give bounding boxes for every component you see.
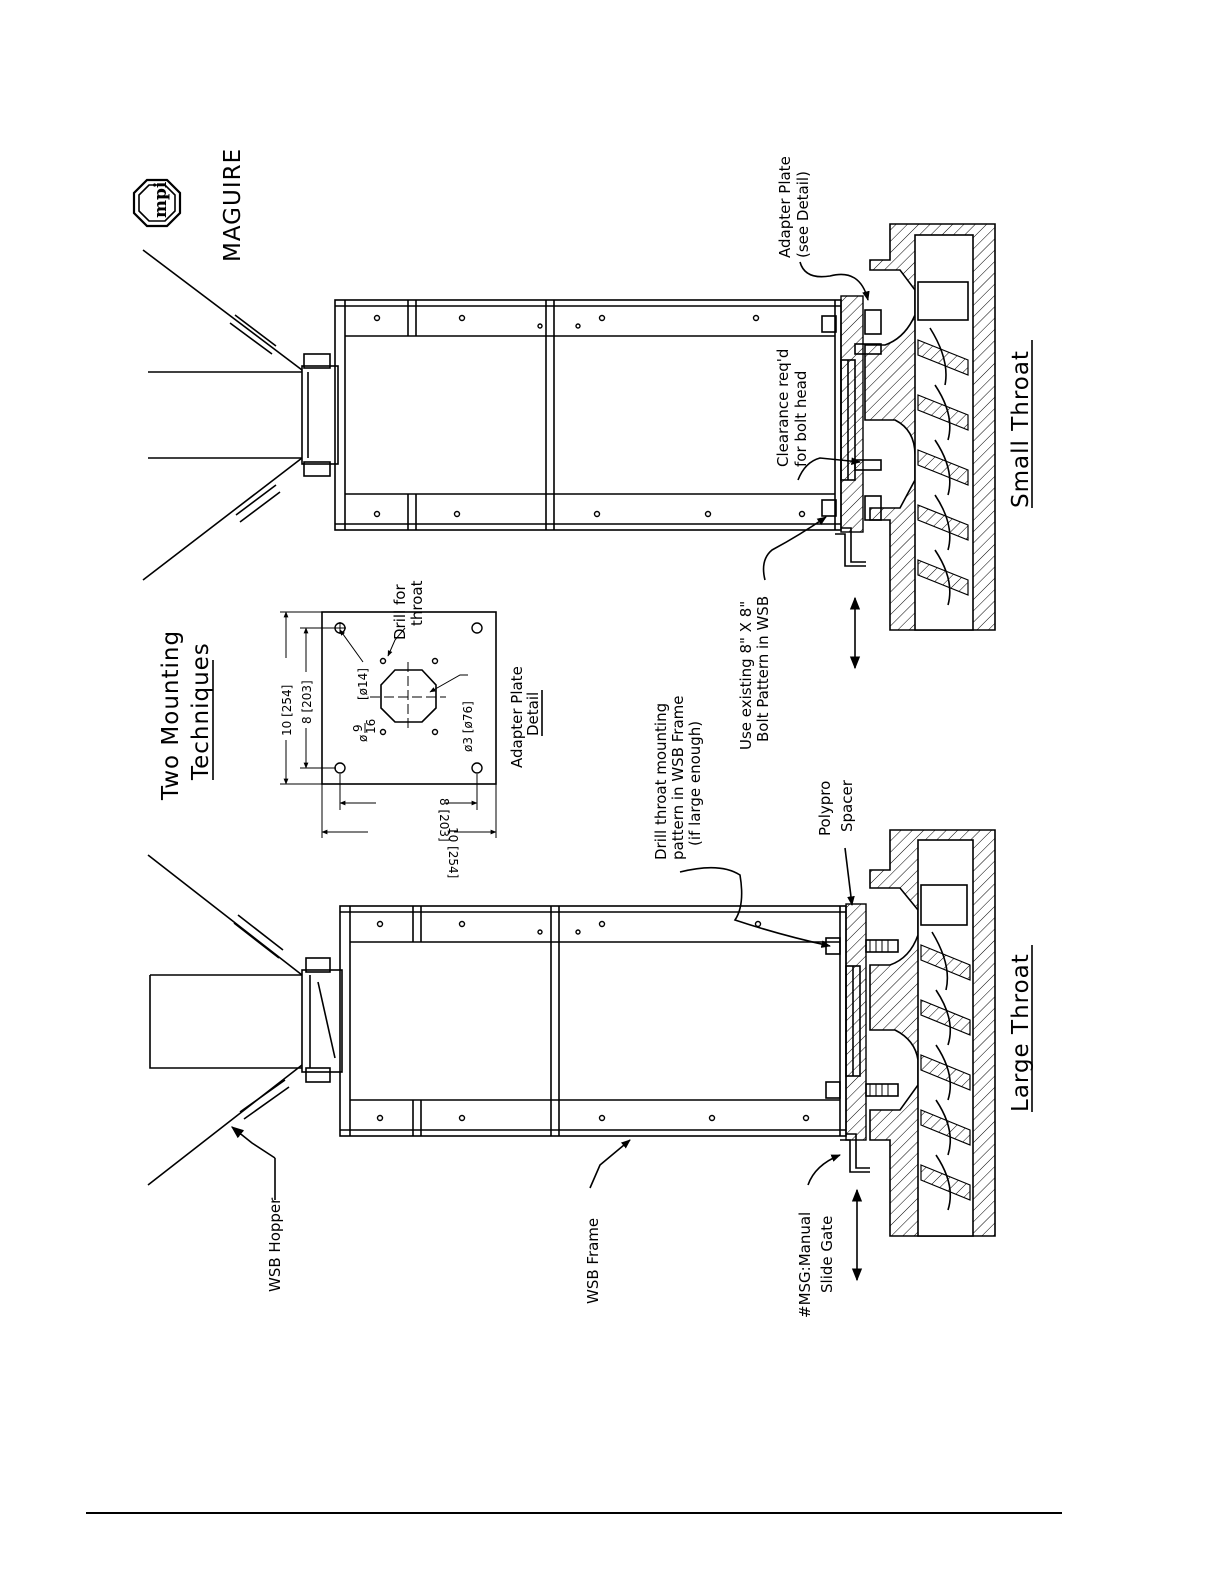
clearance-label-1: Clearance req'd [774, 349, 792, 467]
dim-10-254-left: 10 [254] [280, 685, 294, 736]
large-throat-assembly [147, 829, 996, 1282]
hopper-line-top-left [142, 249, 303, 371]
polypro-label-2: Spacer [838, 779, 856, 832]
msg-label-2: Slide Gate [818, 1216, 836, 1293]
title-line-1: Two Mounting [158, 630, 184, 801]
drill-throat-label-3: (if large enough) [686, 721, 704, 846]
polypro-spacer [845, 903, 867, 1141]
svg-text:ø: ø [356, 735, 370, 742]
dim-8-203-bottom: 8 [203] [437, 798, 451, 842]
svg-text:16: 16 [364, 719, 378, 734]
hole-fraction: ø 9 16 [351, 719, 378, 742]
detail-caption-detail: Detail [524, 692, 542, 736]
brand-name: MAGUIRE [220, 148, 246, 262]
footer-rule [86, 1512, 1062, 1514]
dim-8-203-left: 8 [203] [300, 680, 314, 724]
small-adapter-plate [840, 295, 864, 533]
logo-mark: mpi [151, 181, 171, 218]
adapter-plate-label-1: Adapter Plate [776, 156, 794, 258]
adapter-plate-outline [321, 611, 497, 785]
wsb-frame-label: WSB Frame [584, 1218, 602, 1304]
hopper-leader [231, 1126, 276, 1159]
dim-10-254-bottom: 10 [254] [446, 827, 460, 878]
clearance-label-2: for bolt head [792, 371, 810, 467]
large-wsb-frame [339, 905, 847, 1137]
title-line-2: Techniques [188, 642, 214, 781]
use-existing-label-2: Bolt Pattern in WSB [754, 596, 772, 742]
use-existing-label-1: Use existing 8" X 8" [737, 601, 755, 750]
small-throat-label: Small Throat [1008, 350, 1034, 508]
detail-caption: Adapter Plate [508, 666, 526, 768]
maguire-logo: mpi MAGUIRE [132, 148, 246, 262]
wsb-hopper-label: WSB Hopper [266, 1197, 284, 1292]
title-block: Two Mounting Techniques [158, 630, 214, 801]
polypro-label-1: Polypro [816, 781, 834, 836]
svg-text:9: 9 [351, 724, 365, 732]
drill-throat-label-1: Drill throat mounting [652, 703, 670, 860]
msg-label-1: #MSG:Manual [796, 1212, 814, 1318]
drill-throat-label-2: pattern in WSB Frame [669, 696, 687, 860]
drill-for-label: Drill for [391, 584, 409, 640]
adapter-plate-label-2: (see Detail) [794, 171, 812, 258]
large-throat-label: Large Throat [1008, 953, 1034, 1112]
frame-leader [589, 1139, 631, 1189]
adapter-plate-detail: 10 [254] 8 [203] 8 [203] 10 [254] [ø14] … [278, 580, 543, 878]
hole-dia-callout: [ø14] [356, 668, 370, 700]
small-throat-assembly [142, 223, 996, 670]
bore-callout: ø3 [ø76] [461, 701, 475, 752]
logo-octagon [132, 178, 182, 228]
small-wsb-frame [334, 299, 842, 531]
drill-for-throat: throat [408, 580, 426, 626]
throat-bore [380, 669, 437, 723]
